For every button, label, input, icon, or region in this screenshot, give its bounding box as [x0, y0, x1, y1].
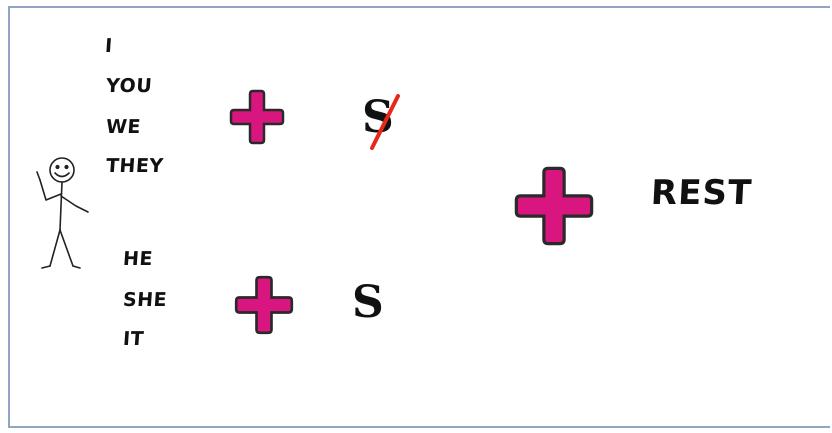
stick-figure-icon [28, 152, 98, 272]
pronoun-he: HE [122, 248, 153, 270]
pronoun-you: YOU [105, 75, 153, 97]
diagram-frame [8, 6, 830, 428]
plus-icon-large [512, 164, 596, 248]
strikethrough-mark [362, 92, 410, 154]
pronoun-we: WE [105, 116, 141, 138]
plus-icon [228, 88, 286, 146]
verb-rest: REST [650, 173, 753, 213]
suffix-s: S [352, 281, 384, 325]
pronoun-i: I [104, 35, 113, 57]
plus-icon [233, 274, 295, 336]
pronoun-it: IT [122, 328, 145, 350]
pronoun-she: SHE [122, 289, 168, 311]
pronoun-they: THEY [105, 155, 164, 177]
